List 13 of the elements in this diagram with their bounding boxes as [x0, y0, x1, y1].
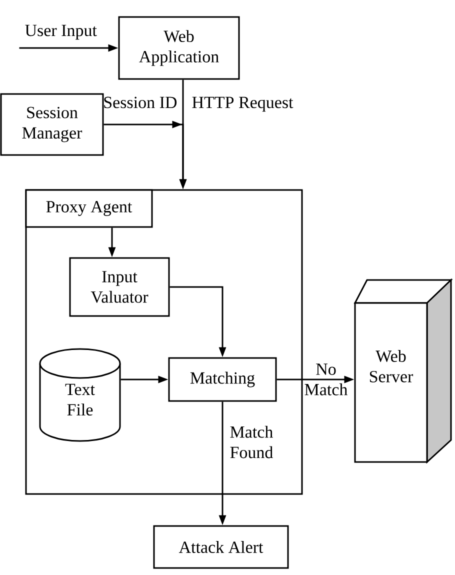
- edge-label: User Input: [25, 24, 97, 40]
- edge-label: Session ID: [104, 96, 177, 108]
- process-box: Session Manager: [0, 93, 104, 156]
- process-box: Proxy Agent: [25, 189, 153, 228]
- process-box: Input Valuator: [69, 257, 170, 317]
- database-cylinder: Text File: [39, 348, 121, 442]
- process-box: Matching: [168, 357, 277, 402]
- process-box: Attack Alert: [153, 525, 289, 569]
- edge-label: HTTP Request: [192, 96, 294, 112]
- node-label: Text File: [65, 384, 95, 416]
- edge-label: Match Found: [230, 426, 273, 458]
- process-box: Web Application: [118, 16, 240, 80]
- edge-label: No Match: [304, 364, 348, 396]
